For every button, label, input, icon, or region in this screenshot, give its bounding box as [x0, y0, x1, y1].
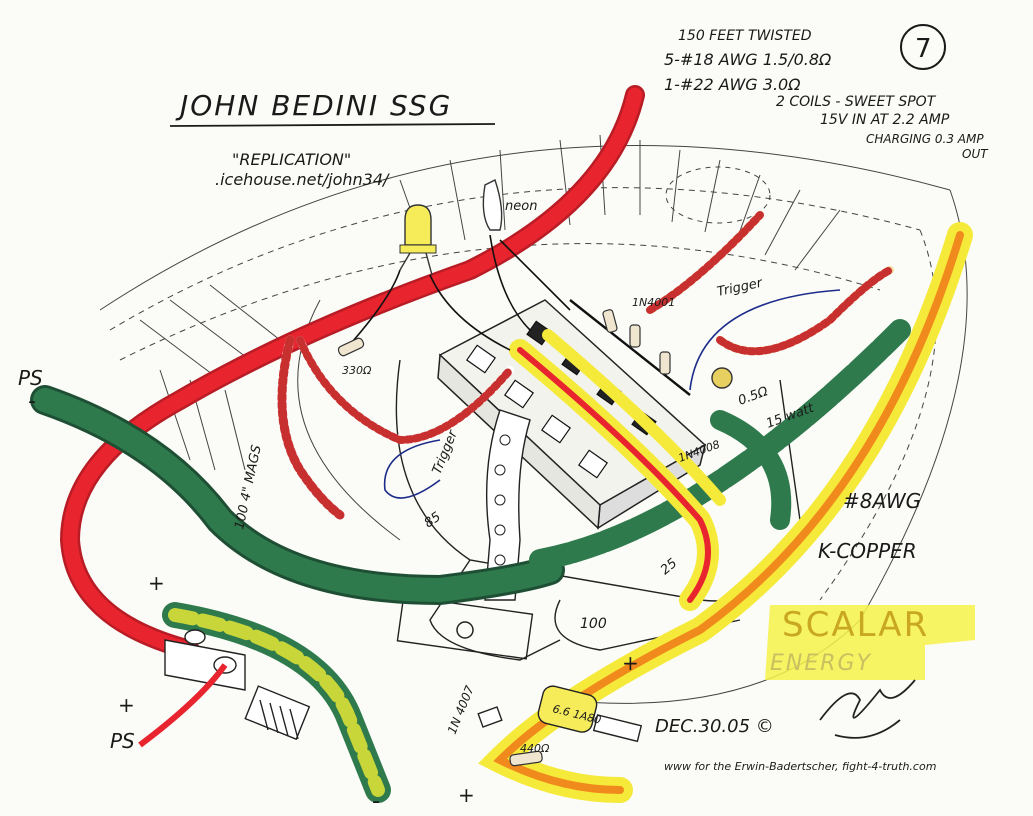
spec-notes: 150 FEET TWISTED 5-#18 AWG 1.5/0.8Ω 1-#2…: [664, 28, 989, 161]
label-plus-left: +: [148, 571, 165, 595]
label-plus-ps: +: [118, 693, 135, 717]
page-number-circle: [900, 24, 946, 70]
spec-line-2: 5-#18 AWG 1.5/0.8Ω: [664, 50, 832, 69]
spec-line-3: 1-#22 AWG 3.0Ω: [664, 75, 801, 94]
page-number: 7: [915, 34, 932, 64]
power-labels: PS - + + PS - + +: [18, 366, 639, 814]
label-plus-bottom: +: [458, 783, 475, 807]
label-neon: neon: [505, 199, 537, 214]
label-mags: 100 4" MAGS: [232, 444, 265, 531]
label-100: 100: [580, 616, 607, 632]
spec-line-5: 15V IN AT 2.2 AMP: [820, 112, 950, 128]
label-k-copper: K-COPPER: [818, 539, 917, 563]
pot-icon: [711, 367, 733, 389]
title-underline: [169, 123, 496, 127]
label-330: 330Ω: [342, 364, 372, 377]
label-ps-top: PS: [18, 366, 43, 390]
spec-line-7: OUT: [962, 147, 989, 161]
spec-line-6: CHARGING 0.3 AMP: [866, 132, 984, 146]
label-440: 440Ω: [520, 742, 550, 755]
label-trigger-top: Trigger: [716, 275, 765, 300]
label-1n4001: 1N4001: [632, 296, 675, 309]
signal-wires: [344, 234, 841, 499]
credit-line: www for the Erwin-Badertscher, fight-4-t…: [664, 760, 936, 773]
page-subtitle: "REPLICATION": [232, 150, 351, 169]
output-battery: [477, 685, 643, 743]
label-ps-bottom: PS: [110, 729, 135, 753]
scalar-label: SCALAR: [782, 605, 929, 645]
resistors: [337, 309, 671, 767]
label-plus-center: +: [622, 651, 639, 675]
neon-bulb-icon: [482, 179, 503, 231]
source-url: .icehouse.net/john34/: [215, 170, 390, 189]
perforated-strip: [456, 409, 531, 639]
label-0-5-ohm: 0.5Ω: [736, 384, 770, 409]
label-minus-top: -: [28, 389, 36, 414]
red-ps-lead: [138, 663, 228, 748]
output-coil-wires: [478, 222, 973, 803]
page-title: JOHN BEDINI SSG: [175, 89, 452, 122]
signature-icon: [819, 679, 916, 739]
label-minus-bottom: -: [372, 789, 380, 814]
twisted-cables: [277, 211, 894, 520]
label-1n4007: 1N 4007: [445, 683, 477, 736]
spec-line-1: 150 FEET TWISTED: [678, 28, 812, 44]
led-icon: [399, 204, 437, 276]
spec-line-4: 2 COILS - SWEET SPOT: [776, 94, 937, 110]
date-label: DEC.30.05 ©: [655, 716, 774, 737]
scalar-highlight: [765, 605, 975, 680]
label-25: 25: [658, 556, 680, 578]
energy-label: ENERGY: [770, 651, 872, 676]
label-85: 85: [422, 509, 444, 531]
label-8awg: #8AWG: [843, 489, 921, 513]
